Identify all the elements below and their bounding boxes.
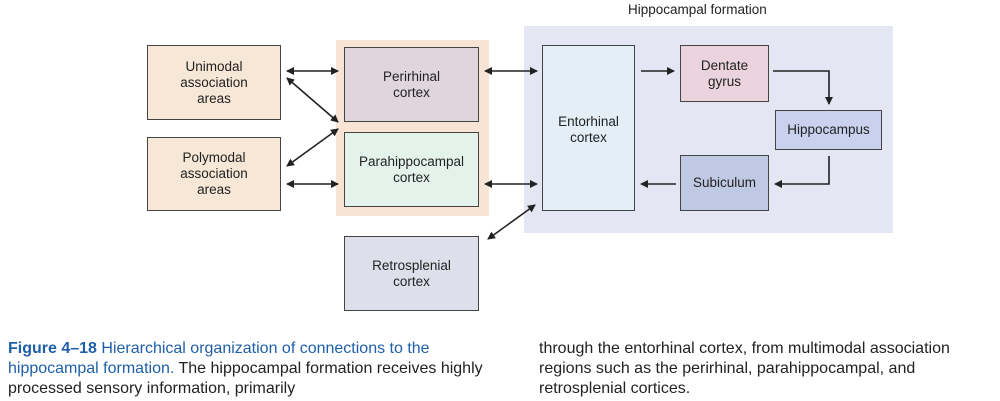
- hippocampus-box: Hippocampus: [775, 110, 882, 150]
- hippocampal-formation-title: Hippocampal formation: [628, 2, 767, 17]
- retrosplenial-cortex-box: Retrosplenial cortex: [344, 236, 479, 311]
- arrow-hippocampus-subiculum: [774, 156, 830, 188]
- caption-body-left: The hippocampal formation receives highl…: [8, 360, 483, 397]
- figure-label: Figure 4–18: [8, 340, 97, 357]
- arrow-dentate-hippocampus: [773, 70, 833, 105]
- parahippocampal-cortex-box: Parahippocampal cortex: [344, 132, 479, 207]
- figure-title: Hierarchical organization of connections…: [8, 340, 430, 377]
- arrow-retrosplenial-entorhinal: [487, 204, 536, 240]
- caption-body-right: through the entorhinal cortex, from mult…: [539, 340, 950, 397]
- arrow-unimodal-parahippocampal: [286, 77, 339, 123]
- perirhinal-cortex-box: Perirhinal cortex: [344, 47, 479, 122]
- figure-caption-left: Figure 4–18 Hierarchical organization of…: [8, 339, 488, 399]
- subiculum-box: Subiculum: [680, 155, 769, 211]
- entorhinal-cortex-box: Entorhinal cortex: [542, 45, 635, 211]
- polymodal-association-areas-box: Polymodal association areas: [147, 137, 281, 211]
- unimodal-association-areas-box: Unimodal association areas: [147, 45, 281, 120]
- dentate-gyrus-box: Dentate gyrus: [680, 45, 769, 102]
- arrow-polymodal-perirhinal: [286, 128, 339, 167]
- figure-caption-right: through the entorhinal cortex, from mult…: [539, 339, 997, 399]
